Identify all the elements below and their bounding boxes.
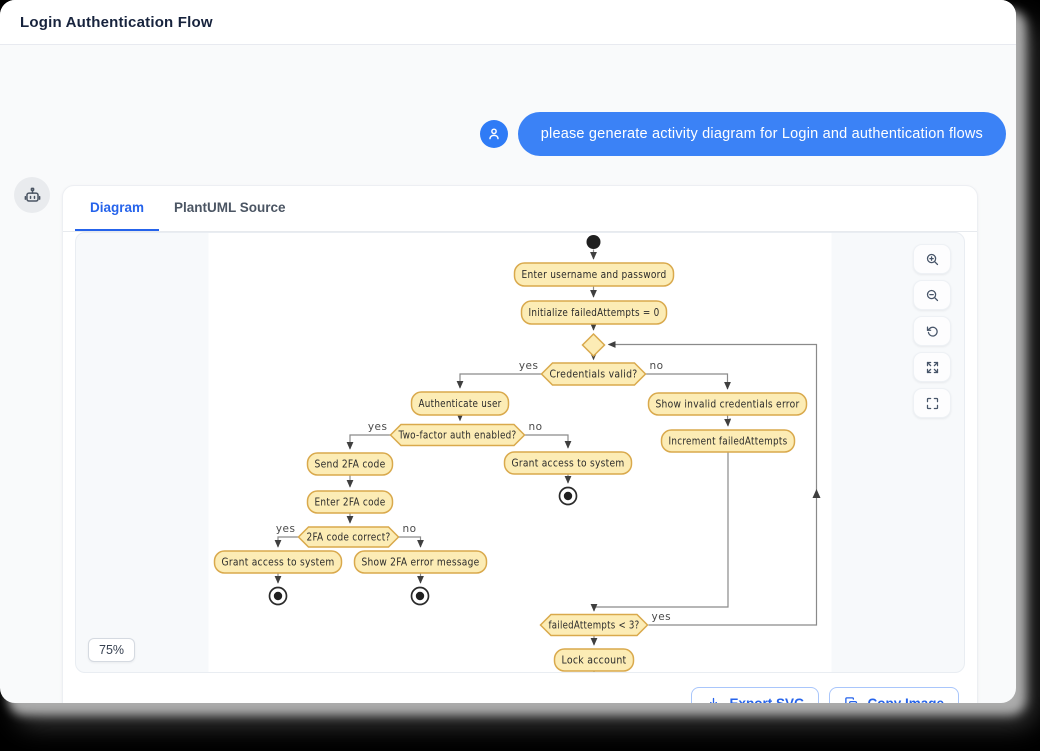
svg-text:Grant access to system: Grant access to system xyxy=(512,458,625,470)
svg-text:Send 2FA code: Send 2FA code xyxy=(315,459,386,471)
diagram-card: Diagram PlantUML Source Enter username a… xyxy=(62,185,978,703)
svg-text:Authenticate user: Authenticate user xyxy=(419,398,502,410)
zoom-out-icon xyxy=(926,289,938,301)
tab-plantuml-source[interactable]: PlantUML Source xyxy=(174,200,286,215)
robot-icon xyxy=(24,187,40,202)
rotate-ccw-icon xyxy=(926,326,938,337)
app-header: Login Authentication Flow xyxy=(0,0,1016,45)
reset-view-button[interactable] xyxy=(913,316,951,346)
zoom-out-button[interactable] xyxy=(913,280,951,310)
svg-text:Credentials valid?: Credentials valid? xyxy=(550,369,638,381)
svg-text:Grant access to system: Grant access to system xyxy=(222,557,335,569)
export-svg-label: Export SVG xyxy=(729,695,805,704)
svg-text:yes: yes xyxy=(368,421,388,433)
svg-text:2FA code correct?: 2FA code correct? xyxy=(307,532,391,544)
user-avatar xyxy=(479,120,508,148)
svg-text:Two-factor auth enabled?: Two-factor auth enabled? xyxy=(398,430,517,442)
user-message-bubble: please generate activity diagram for Log… xyxy=(517,112,1006,156)
copy-image-label: Copy Image xyxy=(867,695,944,704)
svg-text:yes: yes xyxy=(519,360,539,372)
export-svg-button[interactable]: Export SVG xyxy=(691,687,820,704)
content-area: please generate activity diagram for Log… xyxy=(0,45,1016,703)
zoom-controls xyxy=(913,244,951,418)
svg-text:no: no xyxy=(529,421,543,433)
user-message-row: please generate activity diagram for Log… xyxy=(479,112,1006,156)
svg-text:Show invalid credentials error: Show invalid credentials error xyxy=(656,399,800,411)
zoom-in-button[interactable] xyxy=(913,244,951,274)
fullscreen-button[interactable] xyxy=(913,388,951,418)
page-title: Login Authentication Flow xyxy=(20,13,213,31)
svg-text:yes: yes xyxy=(652,611,672,623)
svg-text:no: no xyxy=(403,523,417,535)
expand-button[interactable] xyxy=(913,352,951,382)
fullscreen-icon xyxy=(926,397,938,409)
expand-arrows-icon xyxy=(926,361,938,373)
svg-text:Lock account: Lock account xyxy=(562,655,627,667)
svg-text:Initialize failedAttempts = 0: Initialize failedAttempts = 0 xyxy=(529,307,660,319)
svg-text:Enter 2FA code: Enter 2FA code xyxy=(315,497,386,509)
tab-diagram[interactable]: Diagram xyxy=(75,186,160,231)
card-footer: Export SVG Copy Image xyxy=(63,673,977,703)
svg-text:Enter username and password: Enter username and password xyxy=(522,269,667,281)
download-icon xyxy=(710,697,718,703)
svg-text:no: no xyxy=(650,360,664,372)
svg-text:Increment failedAttempts: Increment failedAttempts xyxy=(669,436,788,448)
copy-image-button[interactable]: Copy Image xyxy=(829,687,959,703)
bot-avatar xyxy=(14,177,50,213)
zoom-level-badge: 75% xyxy=(88,638,136,662)
tab-bar: Diagram PlantUML Source xyxy=(63,186,977,232)
svg-text:yes: yes xyxy=(276,523,296,535)
person-icon xyxy=(489,128,499,140)
svg-text:failedAttempts < 3?: failedAttempts < 3? xyxy=(549,620,640,632)
app-window: Login Authentication Flow please generat… xyxy=(0,0,1016,703)
zoom-in-icon xyxy=(926,253,938,265)
copy-icon xyxy=(845,696,858,703)
svg-text:Show 2FA error message: Show 2FA error message xyxy=(362,557,480,569)
